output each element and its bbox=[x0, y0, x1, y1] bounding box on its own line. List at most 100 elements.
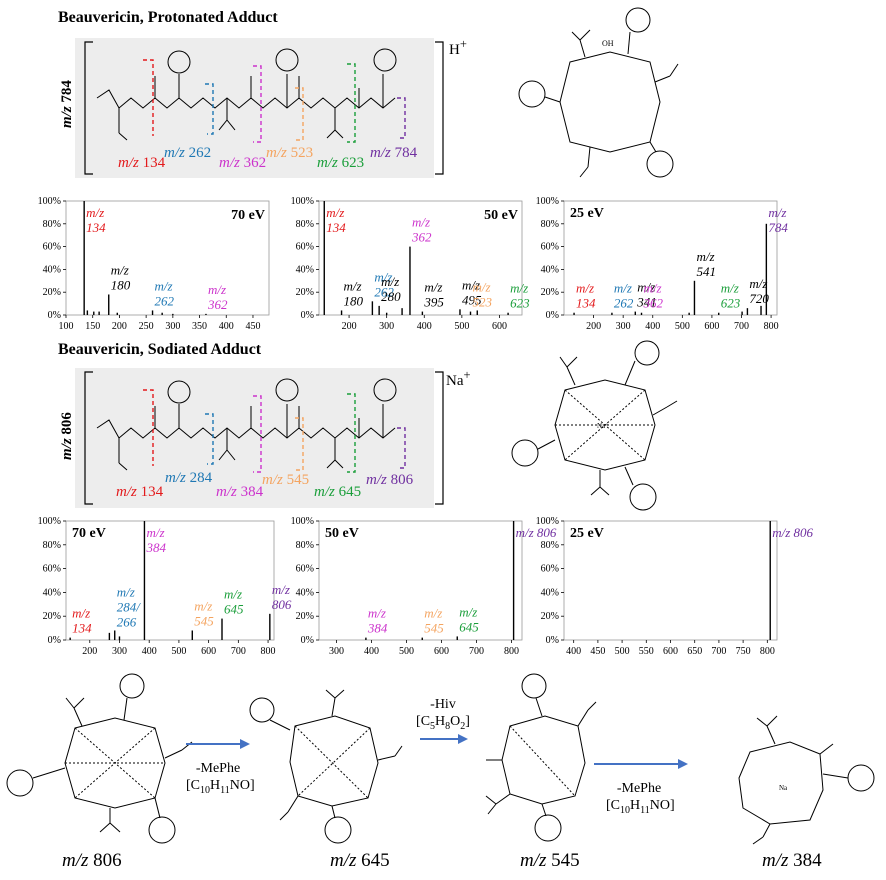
svg-text:Na⁺: Na⁺ bbox=[597, 422, 609, 430]
y-tick-label: 20% bbox=[43, 287, 61, 298]
fragment-label-784: m/z 784 bbox=[370, 145, 418, 161]
y-tick-label: 80% bbox=[296, 219, 314, 230]
x-tick-label: 450 bbox=[590, 646, 605, 657]
pathway-caption-806: m/z 806 bbox=[62, 850, 122, 871]
energy-label: 25 eV bbox=[570, 206, 604, 221]
y-tick-label: 100% bbox=[38, 196, 61, 207]
na-fragment-label-284: m/z 284 bbox=[165, 470, 213, 486]
y-tick-label: 20% bbox=[296, 611, 314, 622]
na-fragment-label-806: m/z 806 bbox=[366, 472, 414, 488]
y-tick-label: 100% bbox=[536, 196, 559, 207]
y-tick-label: 40% bbox=[43, 587, 61, 598]
pathway-step-2: -Hiv [C5H8O2] bbox=[416, 697, 470, 732]
y-tick-label: 0% bbox=[48, 635, 61, 646]
peak-label: m/z 806 bbox=[772, 525, 813, 540]
sodiated-title: Beauvericin, Sodiated Adduct bbox=[58, 341, 262, 358]
plot-frame bbox=[318, 200, 523, 316]
sodiated-charge: Na+ bbox=[446, 368, 471, 389]
energy-label: 25 eV bbox=[570, 526, 604, 541]
y-tick-label: 0% bbox=[301, 310, 314, 321]
x-tick-label: 300 bbox=[329, 646, 344, 657]
pathway-structure-806 bbox=[6, 673, 193, 844]
x-tick-label: 300 bbox=[616, 321, 631, 332]
x-tick-label: 550 bbox=[639, 646, 654, 657]
pathway-step-1: -MePhe [C10H11NO] bbox=[186, 761, 255, 796]
y-tick-label: 40% bbox=[541, 264, 559, 275]
fragment-label-134: m/z 134 bbox=[118, 155, 166, 171]
x-tick-label: 500 bbox=[615, 646, 630, 657]
y-tick-label: 0% bbox=[546, 310, 559, 321]
svg-text:OH: OH bbox=[602, 39, 614, 48]
na-fragment-label-545: m/z 545 bbox=[262, 472, 310, 488]
y-tick-label: 0% bbox=[48, 310, 61, 321]
x-tick-label: 400 bbox=[219, 321, 234, 332]
x-tick-label: 700 bbox=[469, 646, 484, 657]
x-tick-label: 400 bbox=[645, 321, 660, 332]
y-tick-label: 60% bbox=[296, 242, 314, 253]
x-tick-label: 200 bbox=[586, 321, 601, 332]
pathway-structure-545 bbox=[485, 673, 597, 842]
x-tick-label: 700 bbox=[734, 321, 749, 332]
pathway-caption-384: m/z 384 bbox=[762, 850, 822, 871]
x-tick-label: 300 bbox=[165, 321, 180, 332]
x-tick-label: 800 bbox=[760, 646, 775, 657]
y-tick-label: 60% bbox=[541, 242, 559, 253]
x-tick-label: 350 bbox=[192, 321, 207, 332]
x-tick-label: 700 bbox=[711, 646, 726, 657]
y-tick-label: 20% bbox=[541, 611, 559, 622]
x-tick-label: 100 bbox=[59, 321, 74, 332]
fragment-label-262: m/z 262 bbox=[164, 145, 212, 161]
plot-frame bbox=[318, 520, 523, 641]
y-tick-label: 60% bbox=[43, 242, 61, 253]
pathway-caption-645: m/z 645 bbox=[330, 850, 390, 871]
pathway-step-3: -MePhe [C10H11NO] bbox=[606, 781, 675, 816]
x-tick-label: 650 bbox=[687, 646, 702, 657]
y-tick-label: 100% bbox=[291, 516, 314, 527]
y-tick-label: 100% bbox=[38, 516, 61, 527]
sodiated-cyclic-structure: Na⁺ bbox=[511, 340, 678, 511]
y-tick-label: 60% bbox=[296, 564, 314, 575]
fragment-label-623: m/z 623 bbox=[317, 155, 365, 171]
pathway-caption-545: m/z 545 bbox=[520, 850, 580, 871]
plot-frame bbox=[65, 200, 270, 316]
pathway-arrow-1 bbox=[186, 739, 250, 749]
x-tick-label: 800 bbox=[504, 646, 519, 657]
x-tick-label: 600 bbox=[704, 321, 719, 332]
protonated-linear-structure bbox=[84, 41, 444, 175]
y-tick-label: 80% bbox=[43, 219, 61, 230]
peak-label: m/z 806 bbox=[516, 525, 557, 540]
energy-label: 50 eV bbox=[484, 208, 518, 223]
x-tick-label: 400 bbox=[142, 646, 157, 657]
y-tick-label: 20% bbox=[541, 287, 559, 298]
y-tick-label: 80% bbox=[43, 540, 61, 551]
x-tick-label: 800 bbox=[764, 321, 779, 332]
fragment-label-362: m/z 362 bbox=[219, 155, 267, 171]
x-tick-label: 600 bbox=[434, 646, 449, 657]
y-tick-label: 80% bbox=[296, 540, 314, 551]
y-tick-label: 0% bbox=[546, 635, 559, 646]
energy-label: 70 eV bbox=[231, 208, 265, 223]
na-fragment-label-645: m/z 645 bbox=[314, 484, 362, 500]
y-tick-label: 80% bbox=[541, 540, 559, 551]
x-tick-label: 800 bbox=[261, 646, 276, 657]
pathway-structure-645 bbox=[249, 689, 403, 844]
